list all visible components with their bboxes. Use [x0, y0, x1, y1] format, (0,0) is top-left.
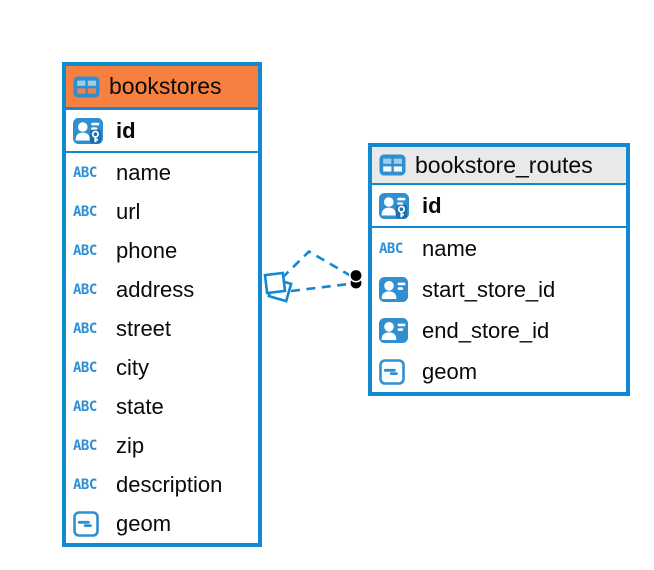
text-icon: ABC: [73, 359, 97, 376]
relationship-line[interactable]: [281, 249, 352, 293]
table-name: bookstores: [109, 73, 222, 99]
text-icon: ABC: [379, 240, 403, 257]
table-header[interactable]: bookstore_routes: [372, 147, 626, 185]
table-row[interactable]: end_store_id: [372, 310, 626, 351]
column-name: name: [422, 235, 478, 261]
text-icon: ABC: [73, 476, 97, 493]
table-row[interactable]: ABC url: [66, 192, 258, 231]
relationship-ball-marker[interactable]: [348, 268, 363, 290]
table-bookstores[interactable]: bookstores id ABC name: [62, 62, 262, 547]
table-grid-icon: [379, 154, 406, 176]
column-name: description: [116, 471, 223, 497]
geometry-icon: [73, 510, 107, 537]
text-icon: ABC: [73, 242, 97, 259]
column-name: end_store_id: [422, 317, 550, 343]
primary-key-icon: [73, 117, 107, 144]
table-bookstore-routes[interactable]: bookstore_routes id ABC name: [368, 143, 630, 396]
table-row[interactable]: start_store_id: [372, 269, 626, 310]
table-header[interactable]: bookstores: [66, 66, 258, 110]
column-name: id: [422, 192, 442, 218]
column-name: phone: [116, 237, 178, 263]
column-name: id: [116, 117, 136, 143]
text-icon: ABC: [73, 437, 97, 454]
table-row[interactable]: ABC name: [66, 153, 258, 192]
table-row-pk[interactable]: id: [66, 110, 258, 153]
foreign-key-icon: [379, 318, 413, 343]
table-row[interactable]: ABC city: [66, 348, 258, 387]
column-name: city: [116, 354, 149, 380]
foreign-key-icon: [379, 277, 413, 302]
column-name: state: [116, 393, 164, 419]
primary-key-icon: [379, 192, 413, 219]
table-name: bookstore_routes: [415, 151, 593, 178]
column-name: street: [116, 315, 172, 341]
text-icon: ABC: [73, 281, 97, 298]
column-name: geom: [116, 510, 172, 536]
table-row[interactable]: ABC name: [372, 228, 626, 269]
text-icon: ABC: [73, 398, 97, 415]
table-row-pk[interactable]: id: [372, 185, 626, 228]
column-name: address: [116, 276, 195, 302]
table-row[interactable]: ABC state: [66, 387, 258, 426]
column-name: zip: [116, 432, 145, 458]
column-name: url: [116, 198, 141, 224]
relationship-diamond-marker[interactable]: [263, 271, 293, 303]
table-row[interactable]: geom: [372, 351, 626, 392]
text-icon: ABC: [73, 164, 97, 181]
table-grid-icon: [73, 76, 100, 97]
table-row[interactable]: geom: [66, 504, 258, 543]
text-icon: ABC: [73, 320, 97, 337]
column-name: name: [116, 159, 172, 185]
table-row[interactable]: ABC street: [66, 309, 258, 348]
table-row[interactable]: ABC description: [66, 465, 258, 504]
column-name: start_store_id: [422, 276, 556, 302]
table-row[interactable]: ABC zip: [66, 426, 258, 465]
column-name: geom: [422, 358, 478, 384]
geometry-icon: [379, 358, 413, 385]
text-icon: ABC: [73, 203, 97, 220]
table-row[interactable]: ABC address: [66, 270, 258, 309]
table-row[interactable]: ABC phone: [66, 231, 258, 270]
